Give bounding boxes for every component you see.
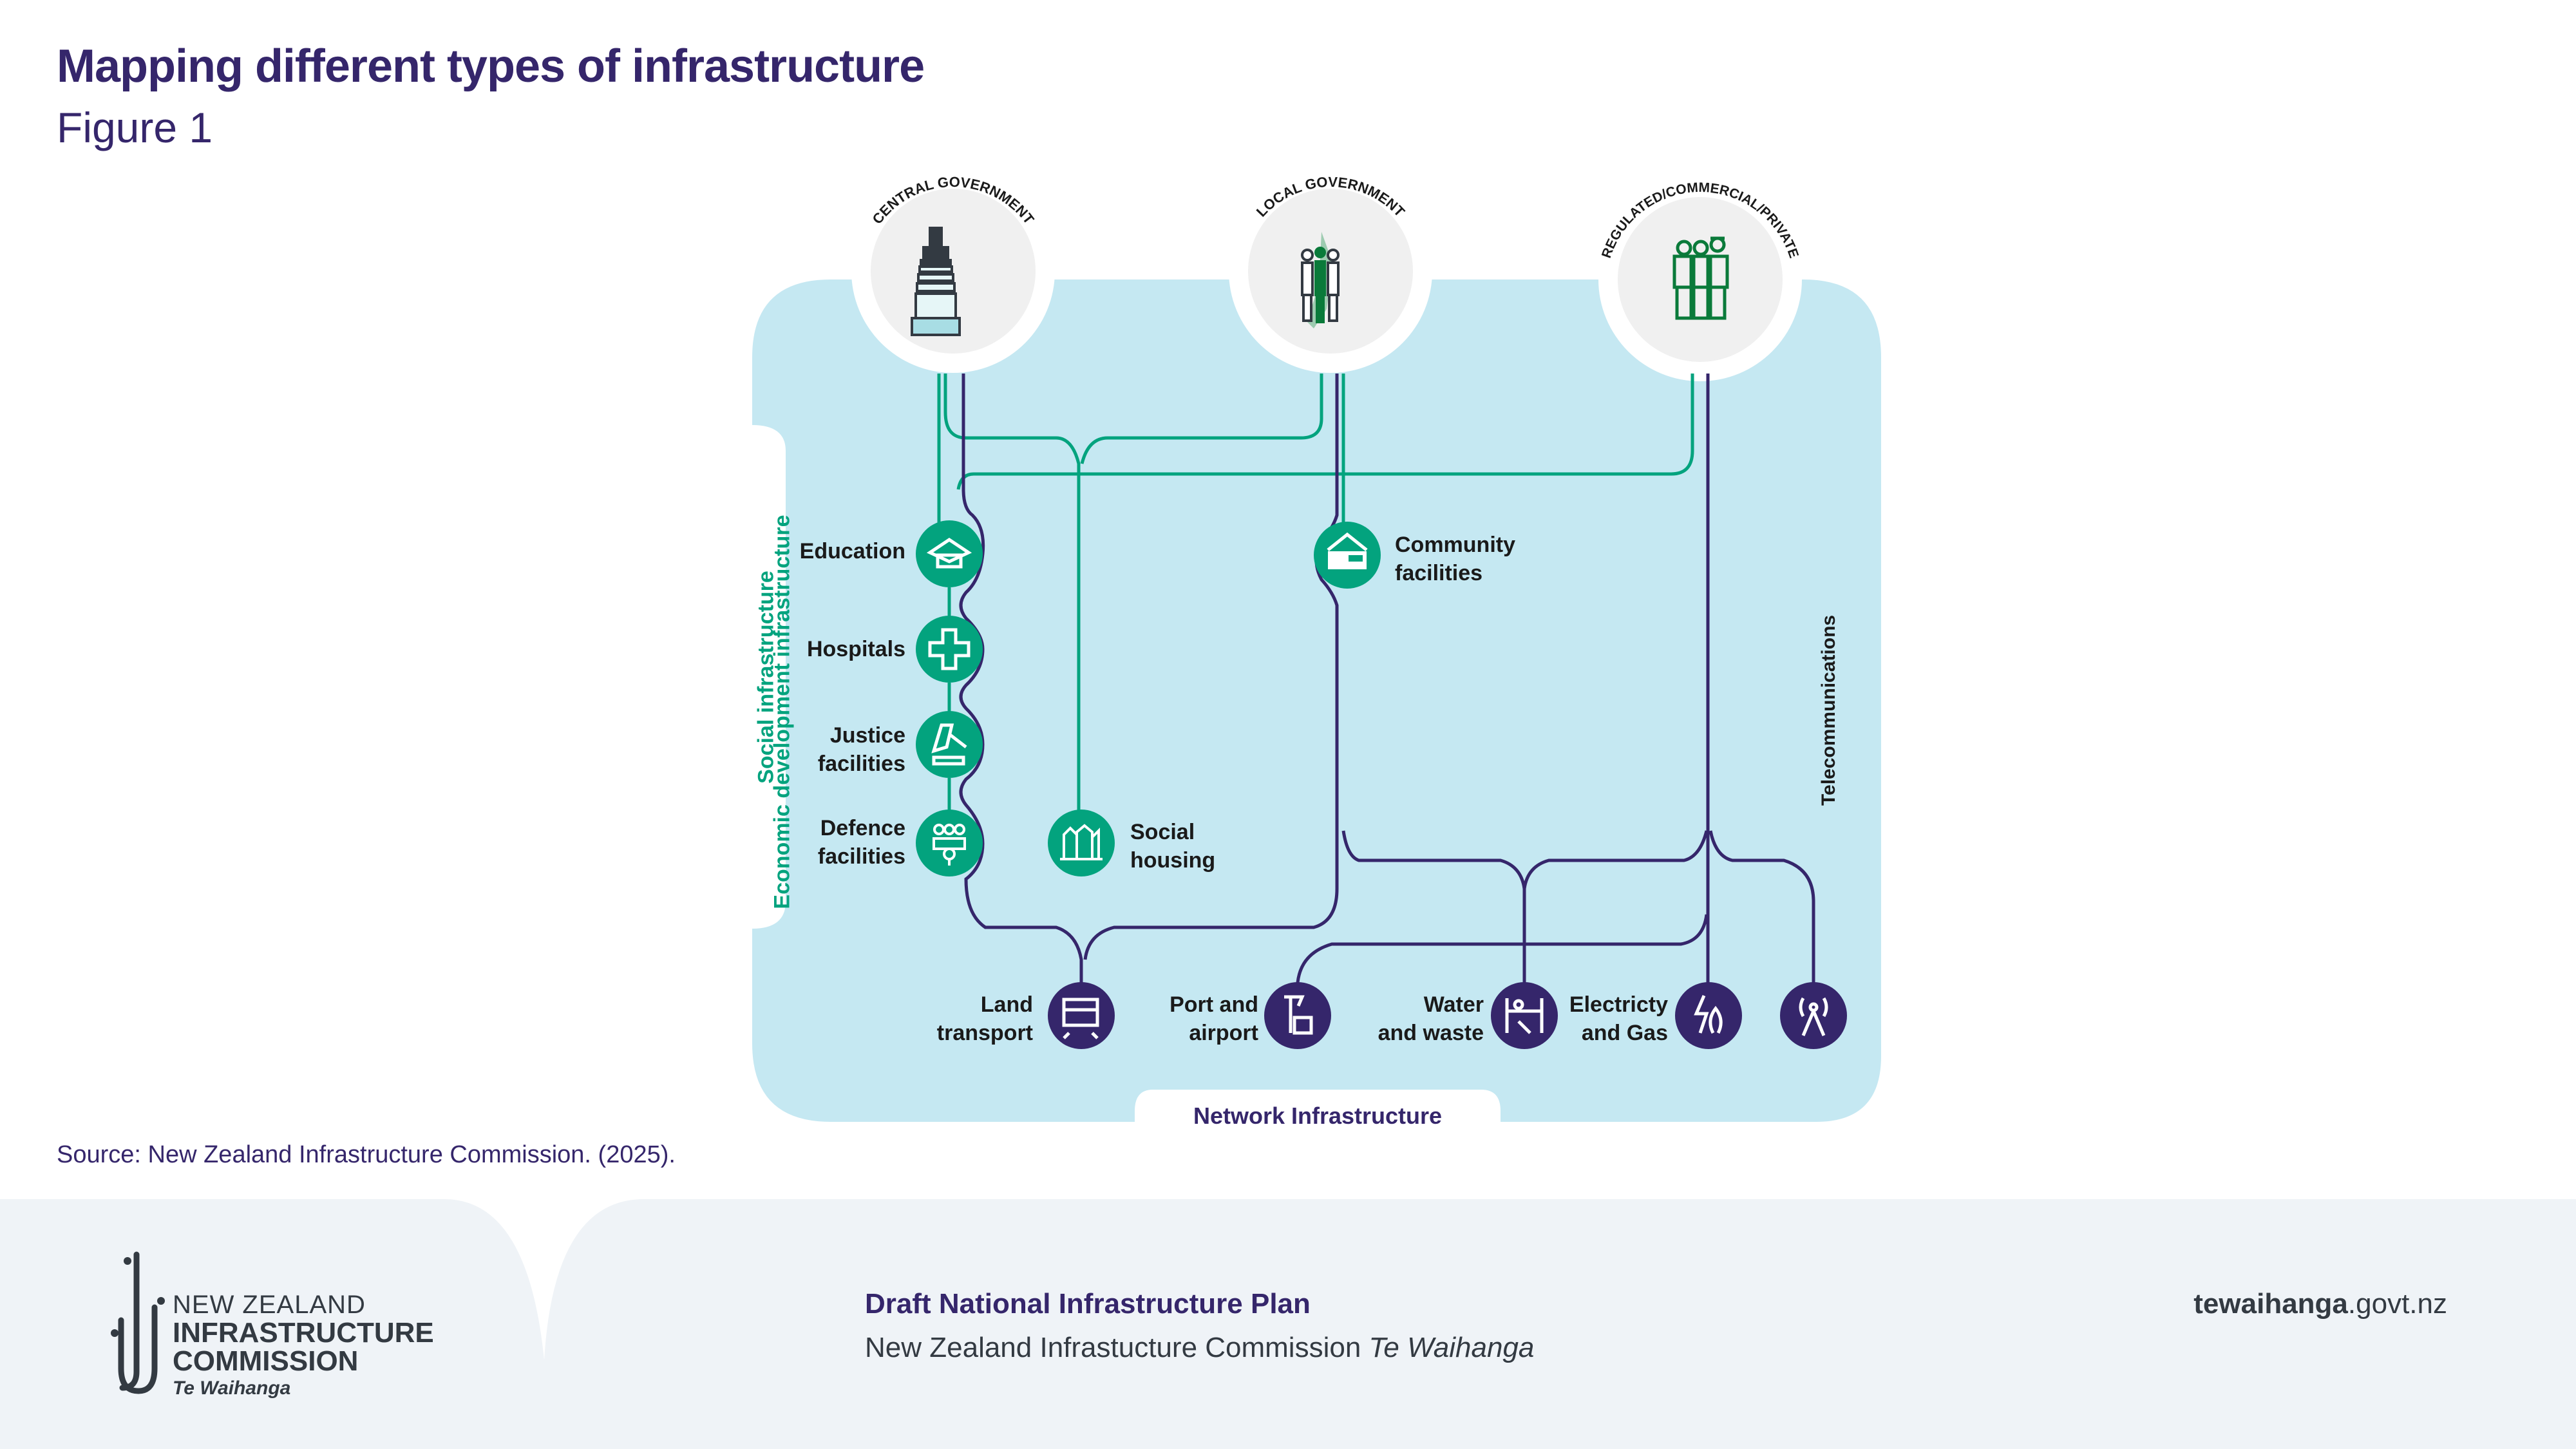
lightning-flame-icon <box>1694 995 1723 1034</box>
housing-icon <box>1060 824 1103 860</box>
label-line: transport <box>936 1021 1033 1045</box>
source-note: Source: New Zealand Infrastructure Commi… <box>57 1141 676 1168</box>
node-social-housing[interactable] <box>1048 810 1115 876</box>
logo-line: COMMISSION <box>173 1345 359 1377</box>
website-domain-rest: .govt.nz <box>2347 1288 2447 1320</box>
label-line: facilities <box>1395 561 1483 585</box>
node-education[interactable] <box>916 520 983 587</box>
label-line: Justice <box>829 723 905 748</box>
label-land-transport: Land transport <box>902 990 1033 1047</box>
diagram-panel <box>752 279 1881 1122</box>
parliament-building-icon <box>911 227 961 336</box>
logo-line: NEW ZEALAND <box>173 1291 366 1319</box>
train-icon <box>1062 998 1099 1039</box>
node-hospitals[interactable] <box>916 616 983 683</box>
page-title: Mapping different types of infrastructur… <box>57 41 925 92</box>
radio-tower-icon <box>1799 997 1828 1036</box>
social-connector-lines <box>937 374 1694 818</box>
label-line: and waste <box>1378 1021 1484 1045</box>
footer-band <box>0 1199 2576 1449</box>
people-map-icon <box>1301 232 1340 328</box>
label-line: Electricty <box>1569 992 1668 1017</box>
water-pipes-icon <box>1505 998 1544 1034</box>
website-link[interactable]: tewaihanga.govt.nz <box>2193 1288 2447 1320</box>
network-infrastructure-label: Network Infrastructure <box>1193 1103 1443 1129</box>
community-hall-icon <box>1327 532 1368 569</box>
defence-group-icon <box>933 824 966 866</box>
graduation-cap-icon <box>926 537 972 569</box>
label-community: Community facilities <box>1395 531 1515 587</box>
plan-organisation: New Zealand Infrastucture Commission Te … <box>865 1332 1534 1364</box>
label-line: Community <box>1395 533 1515 557</box>
economic-infrastructure-label: Economic development infrastructure <box>770 515 795 909</box>
figure-number: Figure 1 <box>57 104 213 151</box>
label-line: Education <box>799 539 905 564</box>
label-line: and Gas <box>1581 1021 1668 1045</box>
label-defence: Defence facilities <box>779 814 905 871</box>
node-port-airport[interactable] <box>1264 982 1331 1049</box>
label-line: Port and <box>1170 992 1258 1017</box>
node-justice[interactable] <box>916 711 983 778</box>
label-line: housing <box>1130 848 1216 873</box>
network-connector-lines <box>959 374 1815 983</box>
label-line: Water <box>1423 992 1484 1017</box>
label-line: facilities <box>817 752 905 776</box>
node-electricity-gas[interactable] <box>1675 982 1742 1049</box>
node-land-transport[interactable] <box>1048 982 1115 1049</box>
label-justice: Justice facilities <box>779 721 905 778</box>
plan-title: Draft National Infrastructure Plan <box>865 1288 1311 1320</box>
label-line: Land <box>980 992 1033 1017</box>
label-water-waste: Water and waste <box>1340 990 1484 1047</box>
label-line: Hospitals <box>806 637 905 661</box>
label-line: facilities <box>817 844 905 869</box>
label-hospitals: Hospitals <box>779 635 905 663</box>
label-education: Education <box>779 537 905 565</box>
label-line: airport <box>1189 1021 1258 1045</box>
commission-logo-icon <box>111 1251 165 1394</box>
logo-line: Te Waihanga <box>173 1378 291 1399</box>
node-defence[interactable] <box>916 810 983 876</box>
node-water-waste[interactable] <box>1491 982 1558 1049</box>
node-community[interactable] <box>1314 522 1381 589</box>
logo-line: INFRASTRUCTURE <box>173 1317 434 1349</box>
infrastructure-diagram: CENTRAL GOVERNMENT LOCAL GOVERNMENT REGU… <box>752 173 1881 1122</box>
medical-cross-icon <box>928 628 971 670</box>
telecommunications-label: Telecommunications <box>1818 614 1839 806</box>
business-people-icon <box>1672 236 1729 320</box>
label-port-airport: Port and airport <box>1121 990 1258 1047</box>
organisation-maori-name: Te Waihanga <box>1368 1332 1535 1363</box>
label-line: Social <box>1130 820 1195 844</box>
label-social-housing: Social housing <box>1130 818 1215 875</box>
crane-icon <box>1284 995 1313 1035</box>
label-line: Defence <box>820 816 905 840</box>
node-telecommunications[interactable] <box>1780 982 1847 1049</box>
gavel-icon <box>931 723 967 766</box>
website-domain-bold: tewaihanga <box>2193 1288 2348 1320</box>
label-electricity-gas: Electricty and Gas <box>1533 990 1668 1047</box>
commission-logo-text: NEW ZEALAND INFRASTRUCTURE COMMISSION Te… <box>173 1291 434 1401</box>
owner-circle-regulated <box>1598 178 1802 381</box>
organisation-name: New Zealand Infrastucture Commission <box>865 1332 1369 1363</box>
